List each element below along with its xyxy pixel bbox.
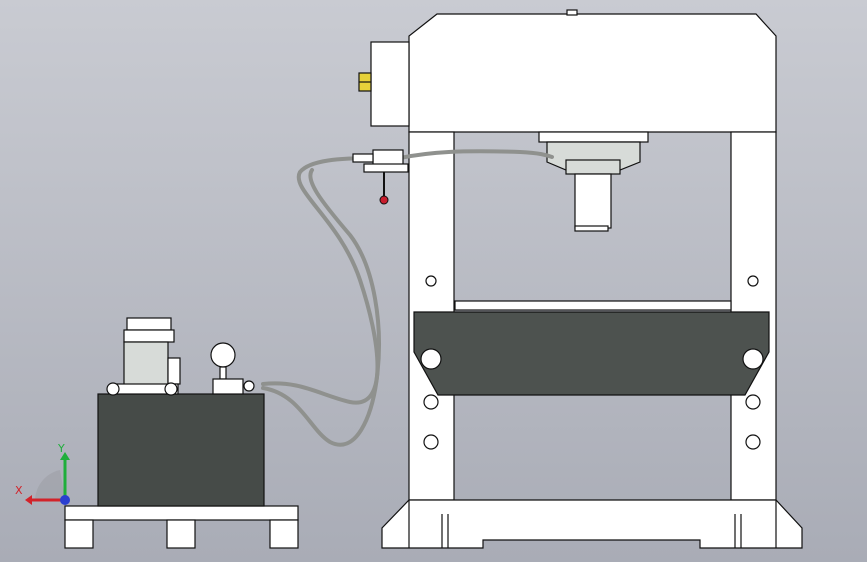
piston-rod xyxy=(574,173,612,229)
y-axis-head xyxy=(60,452,70,460)
bed-hole xyxy=(420,348,442,370)
press-frame[interactable] xyxy=(381,9,803,549)
triad-arc xyxy=(35,470,65,500)
pin-hole xyxy=(745,434,761,450)
piston-rod-end xyxy=(574,225,609,232)
cylinder-collar xyxy=(565,159,621,175)
crown-control-box[interactable] xyxy=(358,41,410,127)
cylinder-flange xyxy=(538,131,649,143)
x-axis-label: X xyxy=(15,484,23,497)
hydraulic-hoses[interactable] xyxy=(261,149,554,447)
bed-hole xyxy=(742,348,764,370)
oil-tank xyxy=(97,393,265,507)
y-axis-label: Y xyxy=(58,442,65,455)
pin-hole xyxy=(747,275,759,287)
valve-knob xyxy=(379,195,389,205)
work-table xyxy=(454,300,732,311)
press-base xyxy=(381,499,803,549)
press-bed[interactable] xyxy=(413,300,770,396)
electric-motor[interactable] xyxy=(106,317,181,396)
pin-hole xyxy=(423,394,439,410)
pallet-base xyxy=(64,505,299,549)
control-valve[interactable] xyxy=(352,149,409,205)
crown-lifting-lug xyxy=(566,9,578,16)
column-pin-holes xyxy=(423,275,761,450)
coordinate-triad: X Y xyxy=(15,440,90,510)
bed-beam xyxy=(413,311,770,396)
z-axis-dot xyxy=(60,495,70,505)
press-crown xyxy=(408,13,777,133)
pin-hole xyxy=(745,394,761,410)
pressure-gauge[interactable] xyxy=(210,342,255,395)
pin-hole xyxy=(423,434,439,450)
x-axis-head xyxy=(25,495,32,505)
hydraulic-power-unit[interactable] xyxy=(97,393,265,507)
hydraulic-cylinder[interactable] xyxy=(538,131,649,232)
pin-hole xyxy=(425,275,437,287)
axis-triad-svg xyxy=(25,452,70,505)
